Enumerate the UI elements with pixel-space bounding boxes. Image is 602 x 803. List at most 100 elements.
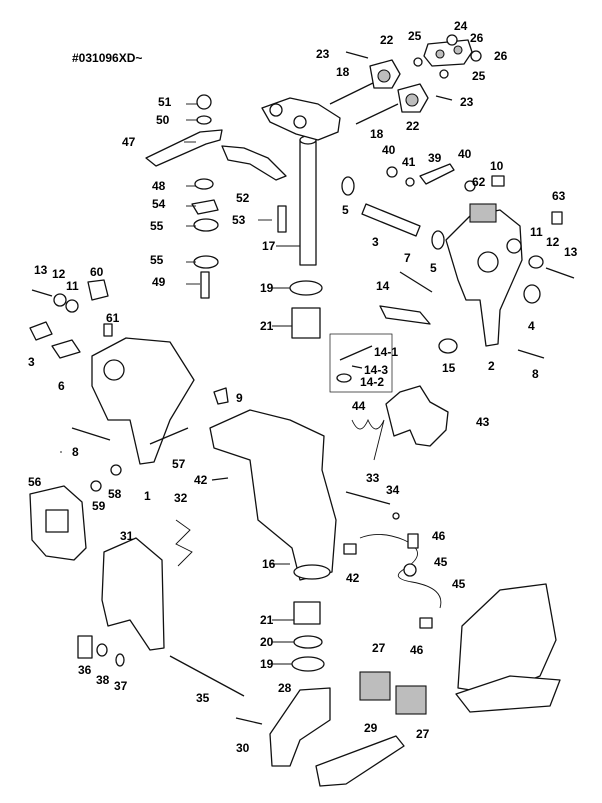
callout-39: 39 [428, 151, 442, 165]
callout-14-2: 14-2 [360, 375, 384, 389]
bolt-57 [149, 427, 189, 445]
leader-lines [60, 103, 300, 665]
callout-8: 8 [532, 367, 539, 381]
callout-54: 54 [152, 197, 166, 211]
bolt-46b [419, 617, 433, 629]
swivel-bracket [209, 409, 337, 581]
callout-61: 61 [106, 311, 120, 325]
pad-62 [469, 203, 497, 223]
callout-26: 26 [494, 49, 508, 63]
grip-56-window [45, 509, 69, 533]
pad-27b [395, 685, 427, 715]
bolt-8l [71, 427, 111, 441]
callout-36: 36 [78, 663, 92, 677]
callout-21: 21 [260, 319, 274, 333]
clip-37 [115, 653, 125, 667]
bushing-4 [523, 284, 541, 304]
callout-25: 25 [408, 29, 422, 43]
spring-32 [175, 519, 193, 567]
callout-18: 18 [370, 127, 384, 141]
callout-53: 53 [232, 213, 246, 227]
callout-labels: 123345567889101111121213131414-114-214-3… [28, 19, 578, 755]
washer-38 [96, 643, 108, 657]
nut-26b [470, 50, 482, 62]
callout-11: 11 [66, 279, 79, 293]
callout-22: 22 [406, 119, 420, 133]
bolt-40b [464, 180, 476, 192]
nut-59 [90, 480, 102, 492]
callout-38: 38 [96, 673, 110, 687]
bolt-8r [517, 349, 545, 359]
callout-49: 49 [152, 275, 166, 289]
callout-3: 3 [372, 235, 379, 249]
spring-44 [351, 418, 385, 461]
callout-42: 42 [194, 473, 208, 487]
washer-25b [439, 69, 449, 79]
lever-bracket-43 [385, 385, 449, 447]
motor-housing [457, 583, 557, 695]
callout-13: 13 [564, 245, 578, 259]
callout-17: 17 [262, 239, 276, 253]
bolt-30 [235, 717, 263, 725]
callout-37: 37 [114, 679, 128, 693]
callout-59: 59 [92, 499, 106, 513]
fitting-42b [343, 543, 357, 555]
through-tube-3 [361, 203, 421, 237]
part-11l [65, 299, 79, 313]
bushing-3l [29, 321, 53, 341]
bolt-13l [31, 289, 53, 297]
callout-27: 27 [372, 641, 386, 655]
handle-28 [269, 687, 331, 767]
shaft-33 [345, 491, 391, 505]
part-61 [103, 323, 113, 337]
callout-32: 32 [174, 491, 188, 505]
spring-36 [77, 635, 93, 659]
bolt-49 [200, 271, 210, 299]
callout-5: 5 [430, 261, 437, 275]
part-14-3 [351, 365, 363, 369]
bushing-19a [289, 280, 323, 296]
bolts-18 [329, 81, 399, 125]
callout-45: 45 [452, 577, 466, 591]
motor-skeg [455, 675, 561, 713]
callout-46: 46 [410, 643, 424, 657]
callout-20: 20 [260, 635, 274, 649]
callout-62: 62 [472, 175, 486, 189]
callout-7: 7 [404, 251, 411, 265]
plate-54 [191, 199, 219, 215]
callout-42: 42 [346, 571, 360, 585]
pad-60 [87, 279, 109, 301]
bolt-53 [277, 205, 287, 233]
callout-6: 6 [58, 379, 65, 393]
bushing-19b [291, 656, 325, 672]
part-12l [53, 293, 67, 307]
callout-44: 44 [352, 399, 366, 413]
callout-34: 34 [386, 483, 400, 497]
callout-14: 14 [376, 279, 390, 293]
callout-16: 16 [262, 557, 276, 571]
rod-35 [169, 655, 245, 697]
callout-3: 3 [28, 355, 35, 369]
callout-33: 33 [366, 471, 380, 485]
callout-63: 63 [552, 189, 566, 203]
callout-2: 2 [488, 359, 495, 373]
diagram-code: #031096XD~ [72, 51, 142, 65]
callout-11: 11 [530, 225, 543, 239]
plate-6 [51, 339, 81, 359]
callout-5: 5 [342, 203, 349, 217]
callout-58: 58 [108, 487, 122, 501]
callout-51: 51 [158, 95, 172, 109]
callout-55: 55 [150, 219, 164, 233]
callout-40: 40 [382, 143, 396, 157]
callout-8: 8 [72, 445, 79, 459]
bolt-40a [386, 166, 398, 178]
steering-lever-47 [145, 129, 223, 167]
cable-45 [359, 534, 442, 609]
callout-21: 21 [260, 613, 274, 627]
callout-41: 41 [402, 155, 416, 169]
callout-28: 28 [278, 681, 292, 695]
part-10 [491, 175, 505, 187]
washer-58 [110, 464, 122, 476]
callout-23: 23 [460, 95, 474, 109]
callout-45: 45 [434, 555, 448, 569]
